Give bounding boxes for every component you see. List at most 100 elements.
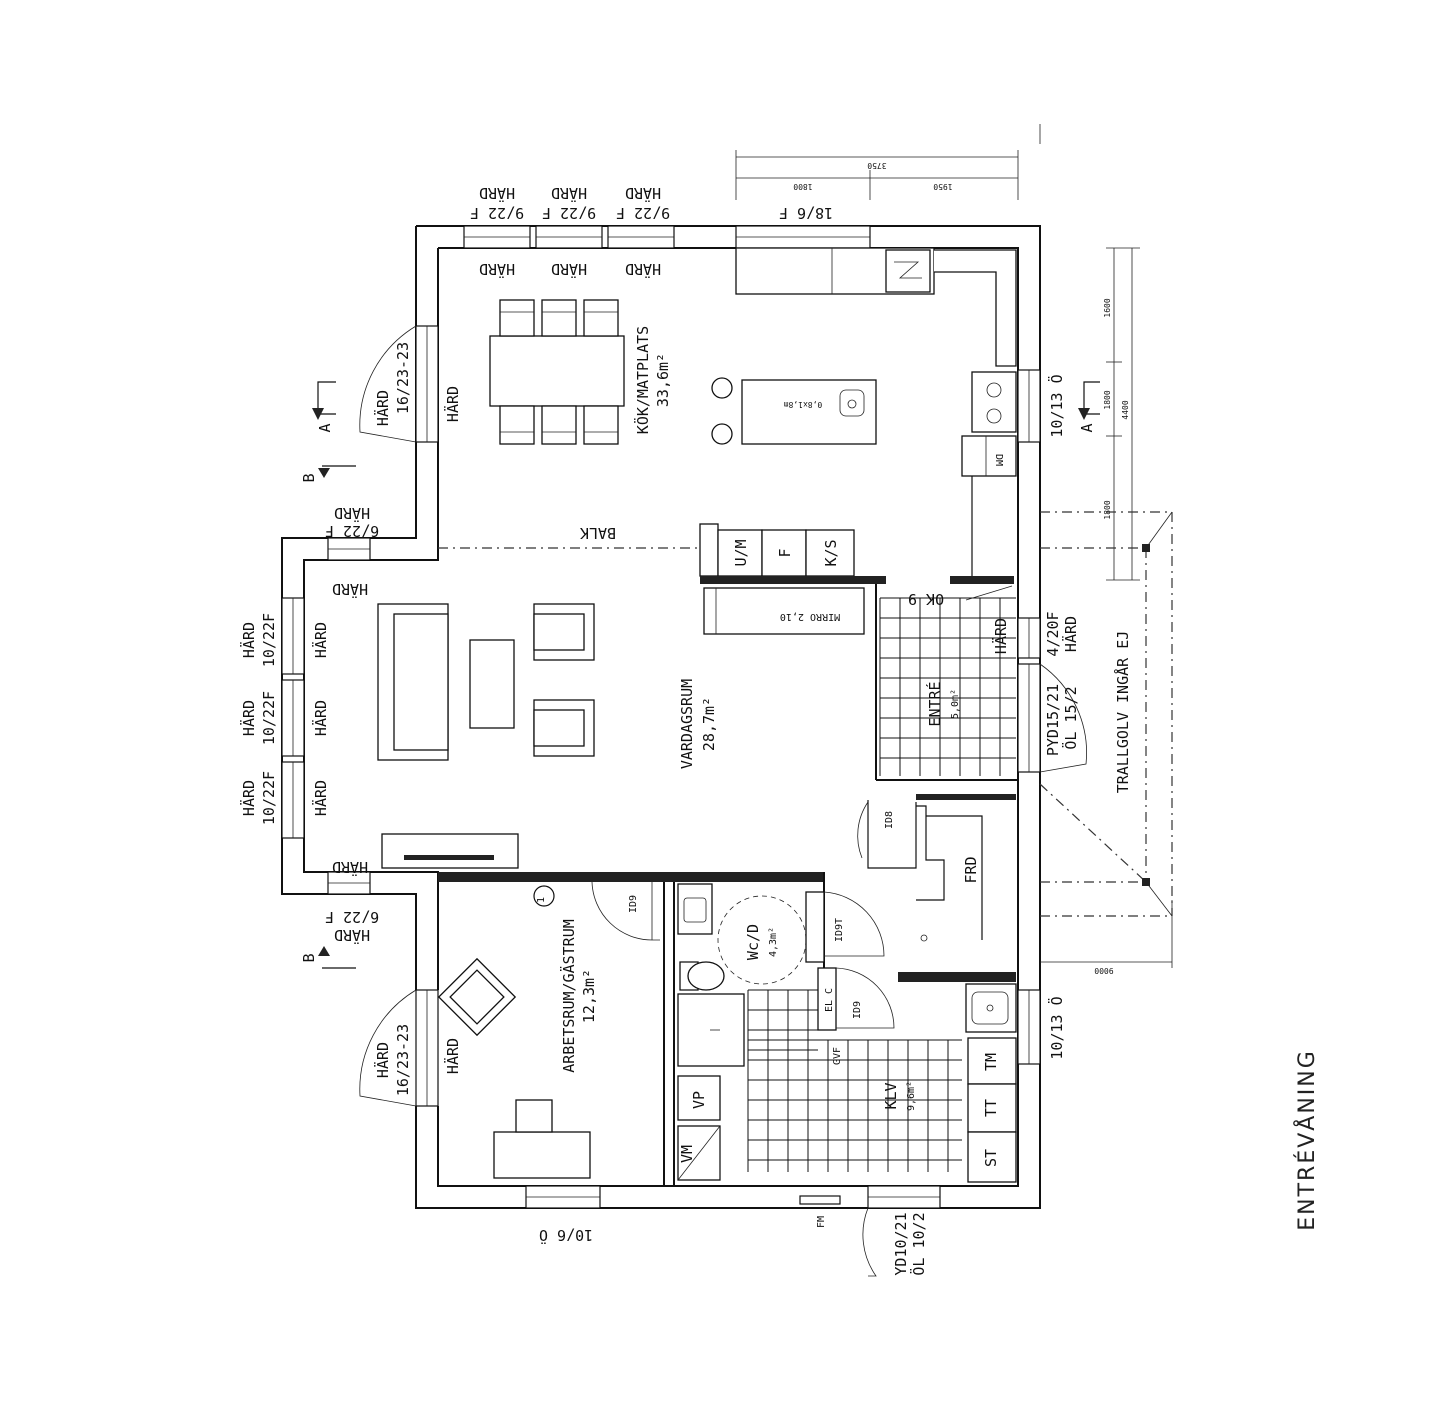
- svg-text:ENTRÉ: ENTRÉ: [925, 681, 944, 726]
- kitchen-counter: DM: [735, 247, 1017, 580]
- wardrobe-label: U/M: [732, 539, 750, 566]
- svg-text:HÄRD: HÄRD: [239, 622, 258, 658]
- svg-text:5,0m²: 5,0m²: [950, 689, 961, 719]
- bottom-openings: 10/6 Ö FM YD10/21 ÖL 10/2: [525, 1185, 941, 1277]
- svg-text:HÄRD: HÄRD: [311, 622, 330, 658]
- wardrobe-label: K/S: [822, 539, 840, 566]
- floor-title: ENTRÉVÅNING: [1293, 1049, 1320, 1231]
- entry-tiles: [879, 597, 1016, 776]
- window-label: HÄRD: [479, 184, 515, 203]
- room-area-kitchen: 33,6m²: [654, 353, 672, 407]
- svg-text:A: A: [316, 423, 334, 432]
- svg-text:HÄRD: HÄRD: [239, 700, 258, 736]
- svg-text:10/13 Ö: 10/13 Ö: [1047, 374, 1066, 437]
- entry-room-label: ENTRÉ 5,0m² OK 9: [908, 585, 1013, 727]
- office-furniture: 1 ID9: [437, 881, 660, 1179]
- living-room-label: VARDAGSRUM 28,7m²: [678, 679, 718, 769]
- svg-text:VP: VP: [690, 1091, 708, 1109]
- wc-fixtures: ID9T: [677, 883, 885, 1067]
- svg-text:HÄRD: HÄRD: [239, 780, 258, 816]
- island-size: 0,8x1,8m: [784, 400, 823, 409]
- svg-text:HÄRD: HÄRD: [332, 580, 368, 599]
- svg-text:6/22 F: 6/22 F: [325, 522, 379, 540]
- svg-text:9000: 9000: [1094, 966, 1113, 975]
- office-room-label: ARBETSRUM/GÄSTRUM 12,3m²: [559, 919, 598, 1073]
- svg-text:16/23-23: 16/23-23: [394, 342, 412, 414]
- svg-text:HÄRD: HÄRD: [334, 926, 370, 945]
- deck-area: 9000 TRALLGOLV INGÅR EJ: [1039, 511, 1173, 975]
- window-label: HÄRD: [551, 260, 587, 279]
- wc-room-label: Wc/D 4,3m²: [744, 924, 779, 960]
- dimension-right: 1600 1800 4400 1800: [1103, 247, 1140, 581]
- window-label: HÄRD: [479, 260, 515, 279]
- svg-text:HÄRD: HÄRD: [443, 1038, 462, 1074]
- top-window-labels: HÄRD 9/22 F HÄRD HÄRD 9/22 F HÄRD HÄRD 9…: [470, 184, 833, 279]
- kitchen-island: 0,8x1,8m: [711, 377, 877, 445]
- svg-text:HÄRD: HÄRD: [311, 700, 330, 736]
- klv-fixtures: VP VM EL C ID9 GVF TM TT ST: [677, 967, 1017, 1183]
- svg-text:10/6 Ö: 10/6 Ö: [539, 1226, 593, 1245]
- svg-text:PYD15/21: PYD15/21: [1044, 684, 1062, 756]
- wardrobes: U/M F K/S: [699, 523, 855, 577]
- svg-text:HÄRD: HÄRD: [443, 386, 462, 422]
- svg-text:HÄRD: HÄRD: [373, 390, 392, 426]
- window-label: HÄRD: [625, 184, 661, 203]
- svg-text:3750: 3750: [867, 161, 886, 170]
- svg-text:TM: TM: [982, 1053, 1000, 1071]
- svg-text:ÖL 15/2: ÖL 15/2: [1061, 686, 1080, 749]
- right-windows: [1017, 369, 1087, 1065]
- svg-text:A: A: [1078, 423, 1096, 432]
- interior-walls: [438, 576, 1018, 1186]
- svg-text:FM: FM: [816, 1216, 827, 1228]
- room-name-office: ARBETSRUM/GÄSTRUM: [559, 919, 578, 1073]
- svg-text:1: 1: [536, 897, 547, 903]
- svg-text:ID9: ID9: [628, 895, 639, 913]
- windows-left: [281, 325, 439, 1107]
- svg-text:ID8: ID8: [884, 811, 895, 829]
- svg-text:ID9T: ID9T: [834, 918, 845, 942]
- svg-text:MIRRO 2,10: MIRRO 2,10: [780, 611, 840, 622]
- svg-text:1800: 1800: [793, 182, 812, 191]
- svg-text:TT: TT: [982, 1099, 1000, 1117]
- svg-text:4/20F: 4/20F: [1044, 611, 1062, 656]
- svg-text:9,6m²: 9,6m²: [906, 1081, 917, 1111]
- svg-text:EL C: EL C: [824, 988, 835, 1012]
- svg-text:10/13 Ö: 10/13 Ö: [1047, 996, 1066, 1059]
- deck-note: TRALLGOLV INGÅR EJ: [1113, 631, 1132, 794]
- room-area-office: 12,3m²: [580, 969, 598, 1023]
- klv-tiles: [747, 1039, 962, 1172]
- svg-text:ST: ST: [982, 1149, 1000, 1167]
- svg-text:ID9: ID9: [852, 1001, 863, 1019]
- svg-text:1800: 1800: [1103, 390, 1112, 409]
- window-label: HÄRD: [551, 184, 587, 203]
- hall-closet: ID8 FRD: [857, 800, 983, 942]
- wardrobe-label: F: [776, 548, 794, 557]
- svg-text:10/22F: 10/22F: [260, 691, 278, 745]
- left-window-labels: HÄRD 10/22F HÄRD HÄRD 10/22F HÄRD HÄRD 1…: [239, 342, 462, 1096]
- room-name-living: VARDAGSRUM: [678, 679, 696, 769]
- svg-text:16/23-23: 16/23-23: [394, 1024, 412, 1096]
- svg-text:10/22F: 10/22F: [260, 613, 278, 667]
- svg-text:1950: 1950: [933, 182, 952, 191]
- svg-text:ÖL 10/2: ÖL 10/2: [909, 1212, 928, 1275]
- dimension-top: 3750 1800 1950: [735, 124, 1041, 200]
- room-name-kitchen: KÖK/MATPLATS: [633, 326, 652, 434]
- room-area-living: 28,7m²: [700, 697, 718, 751]
- kitchen-room-label: KÖK/MATPLATS 33,6m²: [633, 326, 672, 434]
- svg-text:10/22F: 10/22F: [260, 771, 278, 825]
- dishwasher-label: DM: [993, 454, 1004, 466]
- mirror-wardrobe: MIRRO 2,10: [703, 587, 865, 635]
- beam-label: BALK: [580, 524, 616, 542]
- right-labels: 10/13 Ö 4/20F HÄRD HÄRD PYD15/21 ÖL 15/2…: [991, 374, 1080, 1059]
- svg-text:HÄRD: HÄRD: [1061, 616, 1080, 652]
- svg-text:YD10/21: YD10/21: [892, 1212, 910, 1275]
- svg-text:B: B: [300, 953, 318, 962]
- svg-text:HÄRD: HÄRD: [332, 858, 368, 877]
- svg-text:Wc/D: Wc/D: [744, 924, 762, 960]
- svg-text:HÄRD: HÄRD: [311, 780, 330, 816]
- svg-text:HÄRD: HÄRD: [373, 1042, 392, 1078]
- klv-room-label: KLV 9,6m²: [882, 1081, 917, 1111]
- svg-text:4,3m²: 4,3m²: [768, 927, 779, 957]
- window-label: 18/6 F: [779, 204, 833, 222]
